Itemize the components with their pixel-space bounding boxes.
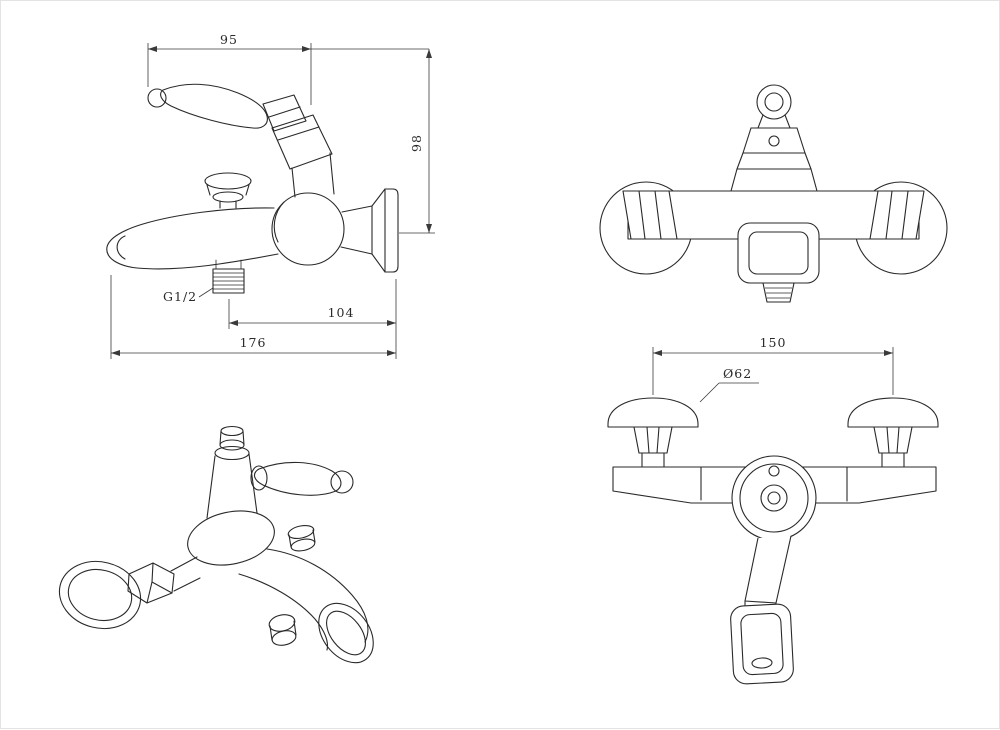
iso-cartridge (206, 453, 258, 519)
rear-left-escutcheon (607, 397, 699, 468)
diverter-knob (204, 172, 252, 209)
hose-ring (756, 84, 792, 120)
dim-overall-reach: 176 (110, 275, 396, 359)
dim-label-62: Ø62 (723, 366, 752, 381)
right-hex-nut (869, 190, 925, 240)
dim-handle-length: 95 (147, 32, 429, 105)
valve-body (271, 192, 345, 266)
front-view (599, 84, 948, 303)
dim-label-98: 98 (409, 134, 424, 152)
iso-top-knob (214, 425, 250, 461)
dim-label-g12: G1/2 (163, 289, 197, 304)
thread-callout: G1/2 (163, 287, 214, 304)
iso-wall-mount (58, 556, 201, 630)
dim-label-176: 176 (240, 335, 267, 350)
dim-label-104: 104 (328, 305, 355, 320)
cap-assembly (730, 114, 818, 192)
iso-body (187, 510, 275, 566)
left-hex-nut (622, 190, 678, 240)
iso-under-outlet (268, 614, 297, 646)
hand-shower (730, 535, 794, 685)
rear-right-escutcheon (847, 397, 939, 468)
faucet-handle (147, 83, 307, 132)
dim-label-150: 150 (760, 335, 787, 350)
handle-boss (731, 455, 817, 541)
side-view: 95 98 (106, 32, 435, 359)
front-outlet-thread (762, 282, 795, 303)
diverter-bracket (737, 222, 820, 284)
wall-flange (340, 188, 399, 273)
mounting-view: 150 Ø62 (607, 335, 939, 685)
iso-handle (250, 461, 354, 496)
isometric-view (58, 425, 374, 664)
iso-diverter-knob (287, 524, 316, 552)
shower-outlet-thread (212, 259, 245, 294)
spout (106, 207, 279, 270)
dim-escutcheon-diameter: Ø62 (699, 366, 759, 403)
iso-spout (238, 548, 374, 664)
dim-overall-height: 98 (399, 49, 435, 234)
bonnet-cap (271, 114, 335, 198)
dim-mount-spacing: 150 (652, 335, 894, 395)
dim-outlet-to-wall: 104 (228, 279, 397, 359)
dim-label-95: 95 (220, 32, 238, 47)
